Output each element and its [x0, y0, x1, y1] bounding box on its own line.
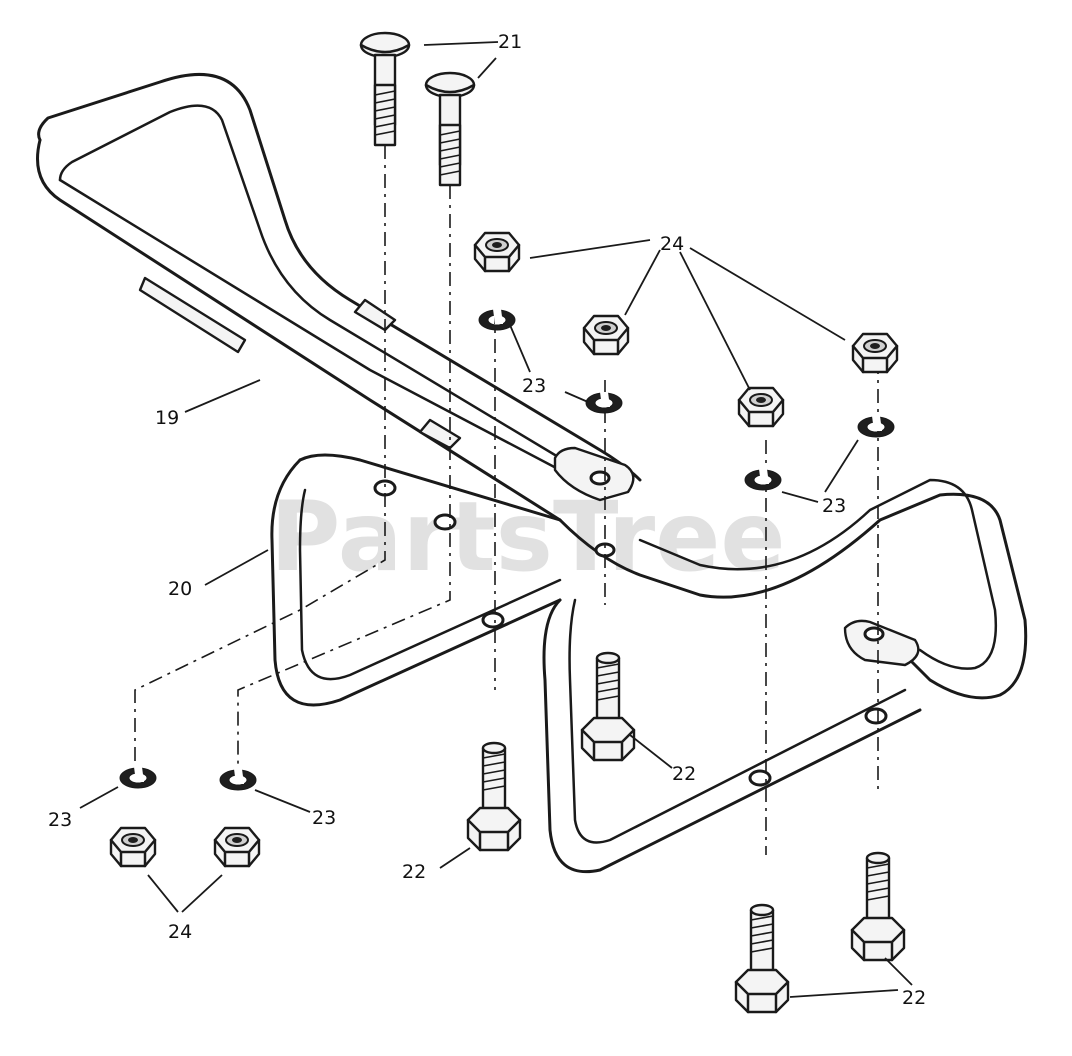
- part-21-carriage-bolt-a: [359, 31, 411, 147]
- part-20-lower-bracket: [270, 453, 1028, 874]
- callout-23-lower-left: 23: [48, 809, 72, 831]
- callout-leaders: [79, 41, 913, 998]
- callout-22-center: 22: [672, 763, 696, 785]
- part-23-lock-washer-a: [478, 308, 516, 331]
- callout-23-upper-left: 23: [522, 375, 546, 397]
- part-23-lock-washer-e: [119, 766, 157, 789]
- part-24-hex-nut-f: [213, 826, 261, 868]
- part-23-lock-washer-c: [744, 468, 782, 491]
- callout-19: 19: [155, 407, 179, 429]
- part-22-shoulder-bolt-b: [466, 741, 522, 852]
- part-21-carriage-bolt-b: [424, 71, 476, 187]
- part-24-hex-nut-a: [473, 231, 521, 273]
- callout-21: 21: [498, 31, 522, 53]
- watermark-text: PartsTree: [270, 481, 785, 593]
- callout-23-lower-right: 23: [312, 807, 336, 829]
- part-23-lock-washer-b: [585, 391, 623, 414]
- part-19-upper-bracket: [36, 73, 642, 522]
- part-24-hex-nut-b: [582, 314, 630, 356]
- callout-22-left: 22: [402, 861, 426, 883]
- callout-22-right: 22: [902, 987, 926, 1009]
- callout-20: 20: [168, 578, 192, 600]
- callout-24-upper: 24: [660, 233, 684, 255]
- callout-23-upper-right: 23: [822, 495, 846, 517]
- part-22-shoulder-bolt-a: [580, 651, 636, 762]
- part-22-shoulder-bolt-c: [734, 903, 790, 1014]
- callout-labels: 21 24 23 23 19 20 23 23 24 22 22 22: [48, 31, 926, 1009]
- part-23-lock-washer-f: [219, 768, 257, 791]
- callout-24-lower: 24: [168, 921, 192, 943]
- part-23-lock-washer-d: [857, 415, 895, 438]
- part-24-hex-nut-d: [851, 332, 899, 374]
- part-24-hex-nut-c: [737, 386, 785, 428]
- part-22-shoulder-bolt-d: [850, 851, 906, 962]
- part-24-hex-nut-e: [109, 826, 157, 868]
